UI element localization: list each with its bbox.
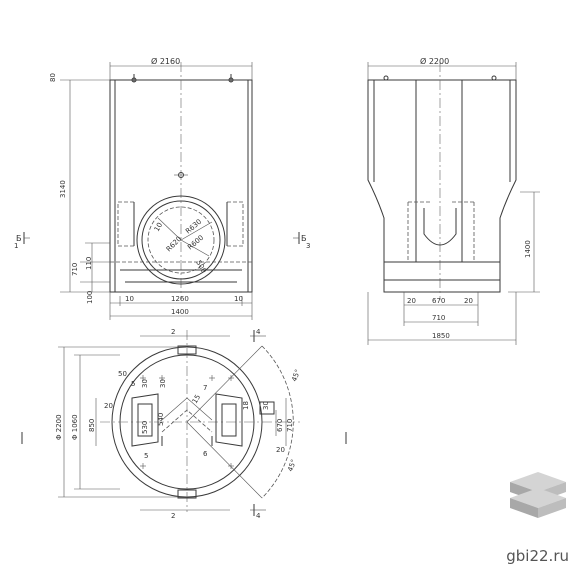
front-top-dim: Ø 2160	[151, 56, 180, 66]
plan-l540: 540	[157, 413, 165, 426]
front-height-a: 710	[71, 263, 79, 276]
plan-l30b: 30	[159, 379, 167, 388]
front-bot-right: 10	[234, 295, 243, 303]
plan-l15: 15	[191, 393, 202, 405]
front-bot-total: 1400	[171, 308, 189, 316]
plan-h850: 850	[88, 419, 96, 432]
plan-l5: 5	[131, 380, 135, 388]
plan-l7: 7	[203, 384, 207, 392]
front-height-b: 110	[85, 257, 93, 270]
front-bot-left: 10	[125, 295, 134, 303]
side-bot-sub: 710	[432, 314, 445, 322]
plan-l530: 530	[141, 421, 149, 434]
plan-r20: 20	[276, 446, 285, 454]
stacked-slabs-logo-icon	[510, 472, 566, 518]
front-bot-mid: 1260	[171, 295, 189, 303]
plan-dia-inner: Φ 1060	[71, 414, 79, 440]
site-watermark: gbi22.ru	[506, 547, 569, 565]
plan-bot-b: 4	[256, 512, 261, 520]
plan-r18: 18	[242, 401, 250, 410]
section-num-left: 1	[14, 242, 18, 250]
front-view: Ø 2160 80 3140 710 110 100 10 1260 10 14…	[14, 56, 310, 320]
circle-r3: R620	[165, 235, 184, 254]
plan-r670: 670	[276, 419, 284, 432]
plan-r710: 710	[286, 419, 294, 432]
plan-dia-outer: Φ 2200	[55, 414, 63, 440]
plan-l5b: 5	[144, 452, 148, 460]
front-top-small: 80	[49, 73, 57, 82]
side-bot-left: 20	[407, 297, 416, 305]
plan-top-a: 2	[171, 328, 175, 336]
plan-view: 2 4 2 4 Φ 2200 Φ 1060 850 20 50 5 30 30 …	[21, 328, 347, 520]
side-bot-right: 20	[464, 297, 473, 305]
section-mark-left: Б	[16, 234, 22, 243]
plan-bot-a: 2	[171, 512, 175, 520]
side-bot-mid: 670	[432, 297, 445, 305]
section-num-right: 3	[306, 242, 310, 250]
plan-l50: 50	[118, 370, 127, 378]
plan-ang2: 45°	[286, 458, 298, 472]
side-top-dim: Ø 2200	[420, 56, 449, 66]
front-bottom-small: 100	[86, 291, 94, 304]
circle-r1: 10	[153, 221, 164, 233]
side-view: Ø 2200 1400 20 670 20 710 1850	[367, 56, 540, 345]
circle-d: 500	[194, 259, 208, 275]
circle-r4: R600	[186, 234, 205, 252]
plan-l6: 6	[203, 450, 208, 458]
side-bot-total: 1850	[432, 332, 450, 340]
plan-r30: 30	[262, 401, 270, 410]
plan-l20: 20	[104, 402, 113, 410]
plan-top-b: 4	[256, 328, 261, 336]
front-height-total: 3140	[59, 180, 67, 198]
plan-l30a: 30	[141, 379, 149, 388]
section-mark-right: Б	[301, 234, 307, 243]
plan-ang1: 45°	[290, 368, 302, 382]
side-right-height: 1400	[524, 240, 532, 258]
